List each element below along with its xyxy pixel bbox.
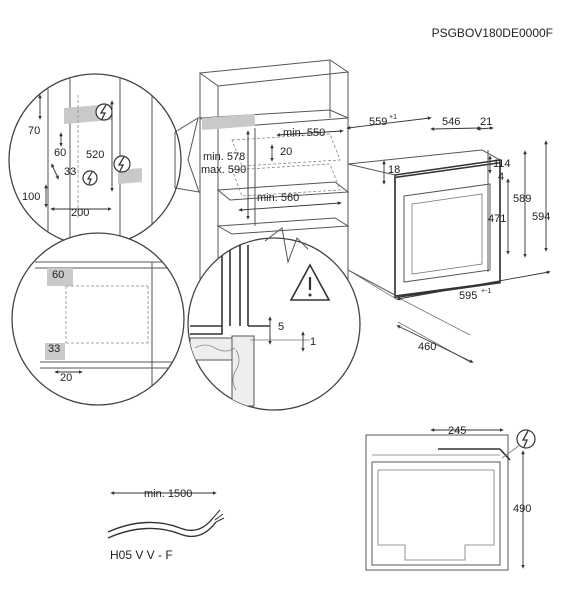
cabinet-min-550: min. 550 [283, 127, 325, 139]
oven-dim-18: 18 [388, 164, 400, 176]
detail-top-dim-60: 60 [54, 147, 66, 159]
power-cable: min. 1500 H05 V V - F [107, 488, 225, 562]
model-code: PSGBOV180DE0000F [432, 26, 553, 40]
detail-top-dim-200: 200 [71, 207, 89, 219]
detail-top-circle: 70 60 520 33 100 200 [8, 73, 200, 247]
oven-dim-21: 21 [480, 116, 492, 128]
oven-dim-471: 471 [488, 213, 506, 225]
cable-type: H05 V V - F [110, 548, 173, 562]
oven-dimensions: 559 +1 546 21 18 114 4 471 589 594 595 +… [346, 114, 551, 363]
oven-drawing [347, 149, 502, 363]
detail-top-dim-70: 70 [28, 125, 40, 137]
oven-depth-460: 460 [418, 341, 436, 353]
oven-dim-4: 4 [498, 171, 504, 183]
oven-dim-114: 114 [493, 158, 511, 170]
back-view-dim-245: 245 [448, 425, 466, 437]
detail-top-dim-100: 100 [22, 191, 40, 203]
cabinet-dim-20: 20 [280, 146, 292, 158]
oven-width-559: 559 [369, 116, 387, 128]
detail-side-dim-1: 1 [310, 336, 316, 348]
detail-top-dim-33: 33 [64, 166, 76, 178]
detail-side-circle: 5 1 [187, 227, 361, 411]
oven-back-view: 245 490 [365, 425, 536, 571]
detail-bottom-dim-20: 20 [60, 372, 72, 384]
detail-bottom-circle: 60 33 20 [11, 232, 185, 406]
back-view-dim-490: 490 [513, 503, 531, 515]
oven-dim-589: 589 [513, 193, 531, 205]
oven-depth-595-tol: +-1 [481, 288, 491, 295]
cable-min-1500: min. 1500 [144, 488, 192, 500]
cabinet-min-560: min. 560 [257, 192, 299, 204]
detail-bottom-dim-33: 33 [48, 343, 60, 355]
detail-top-dim-520: 520 [86, 149, 104, 161]
oven-dim-546: 546 [442, 116, 460, 128]
oven-dim-594: 594 [532, 211, 550, 223]
cabinet-max-590: max. 590 [201, 164, 246, 176]
cabinet-min-578: min. 578 [203, 151, 245, 163]
detail-side-dim-5: 5 [278, 321, 284, 333]
oven-width-559-tol: +1 [389, 114, 397, 121]
cabinet-dimensions: min. 550 20 min. 578 max. 590 min. 560 [201, 127, 344, 220]
detail-bottom-dim-60: 60 [52, 269, 64, 281]
oven-depth-595: 595 [459, 290, 477, 302]
